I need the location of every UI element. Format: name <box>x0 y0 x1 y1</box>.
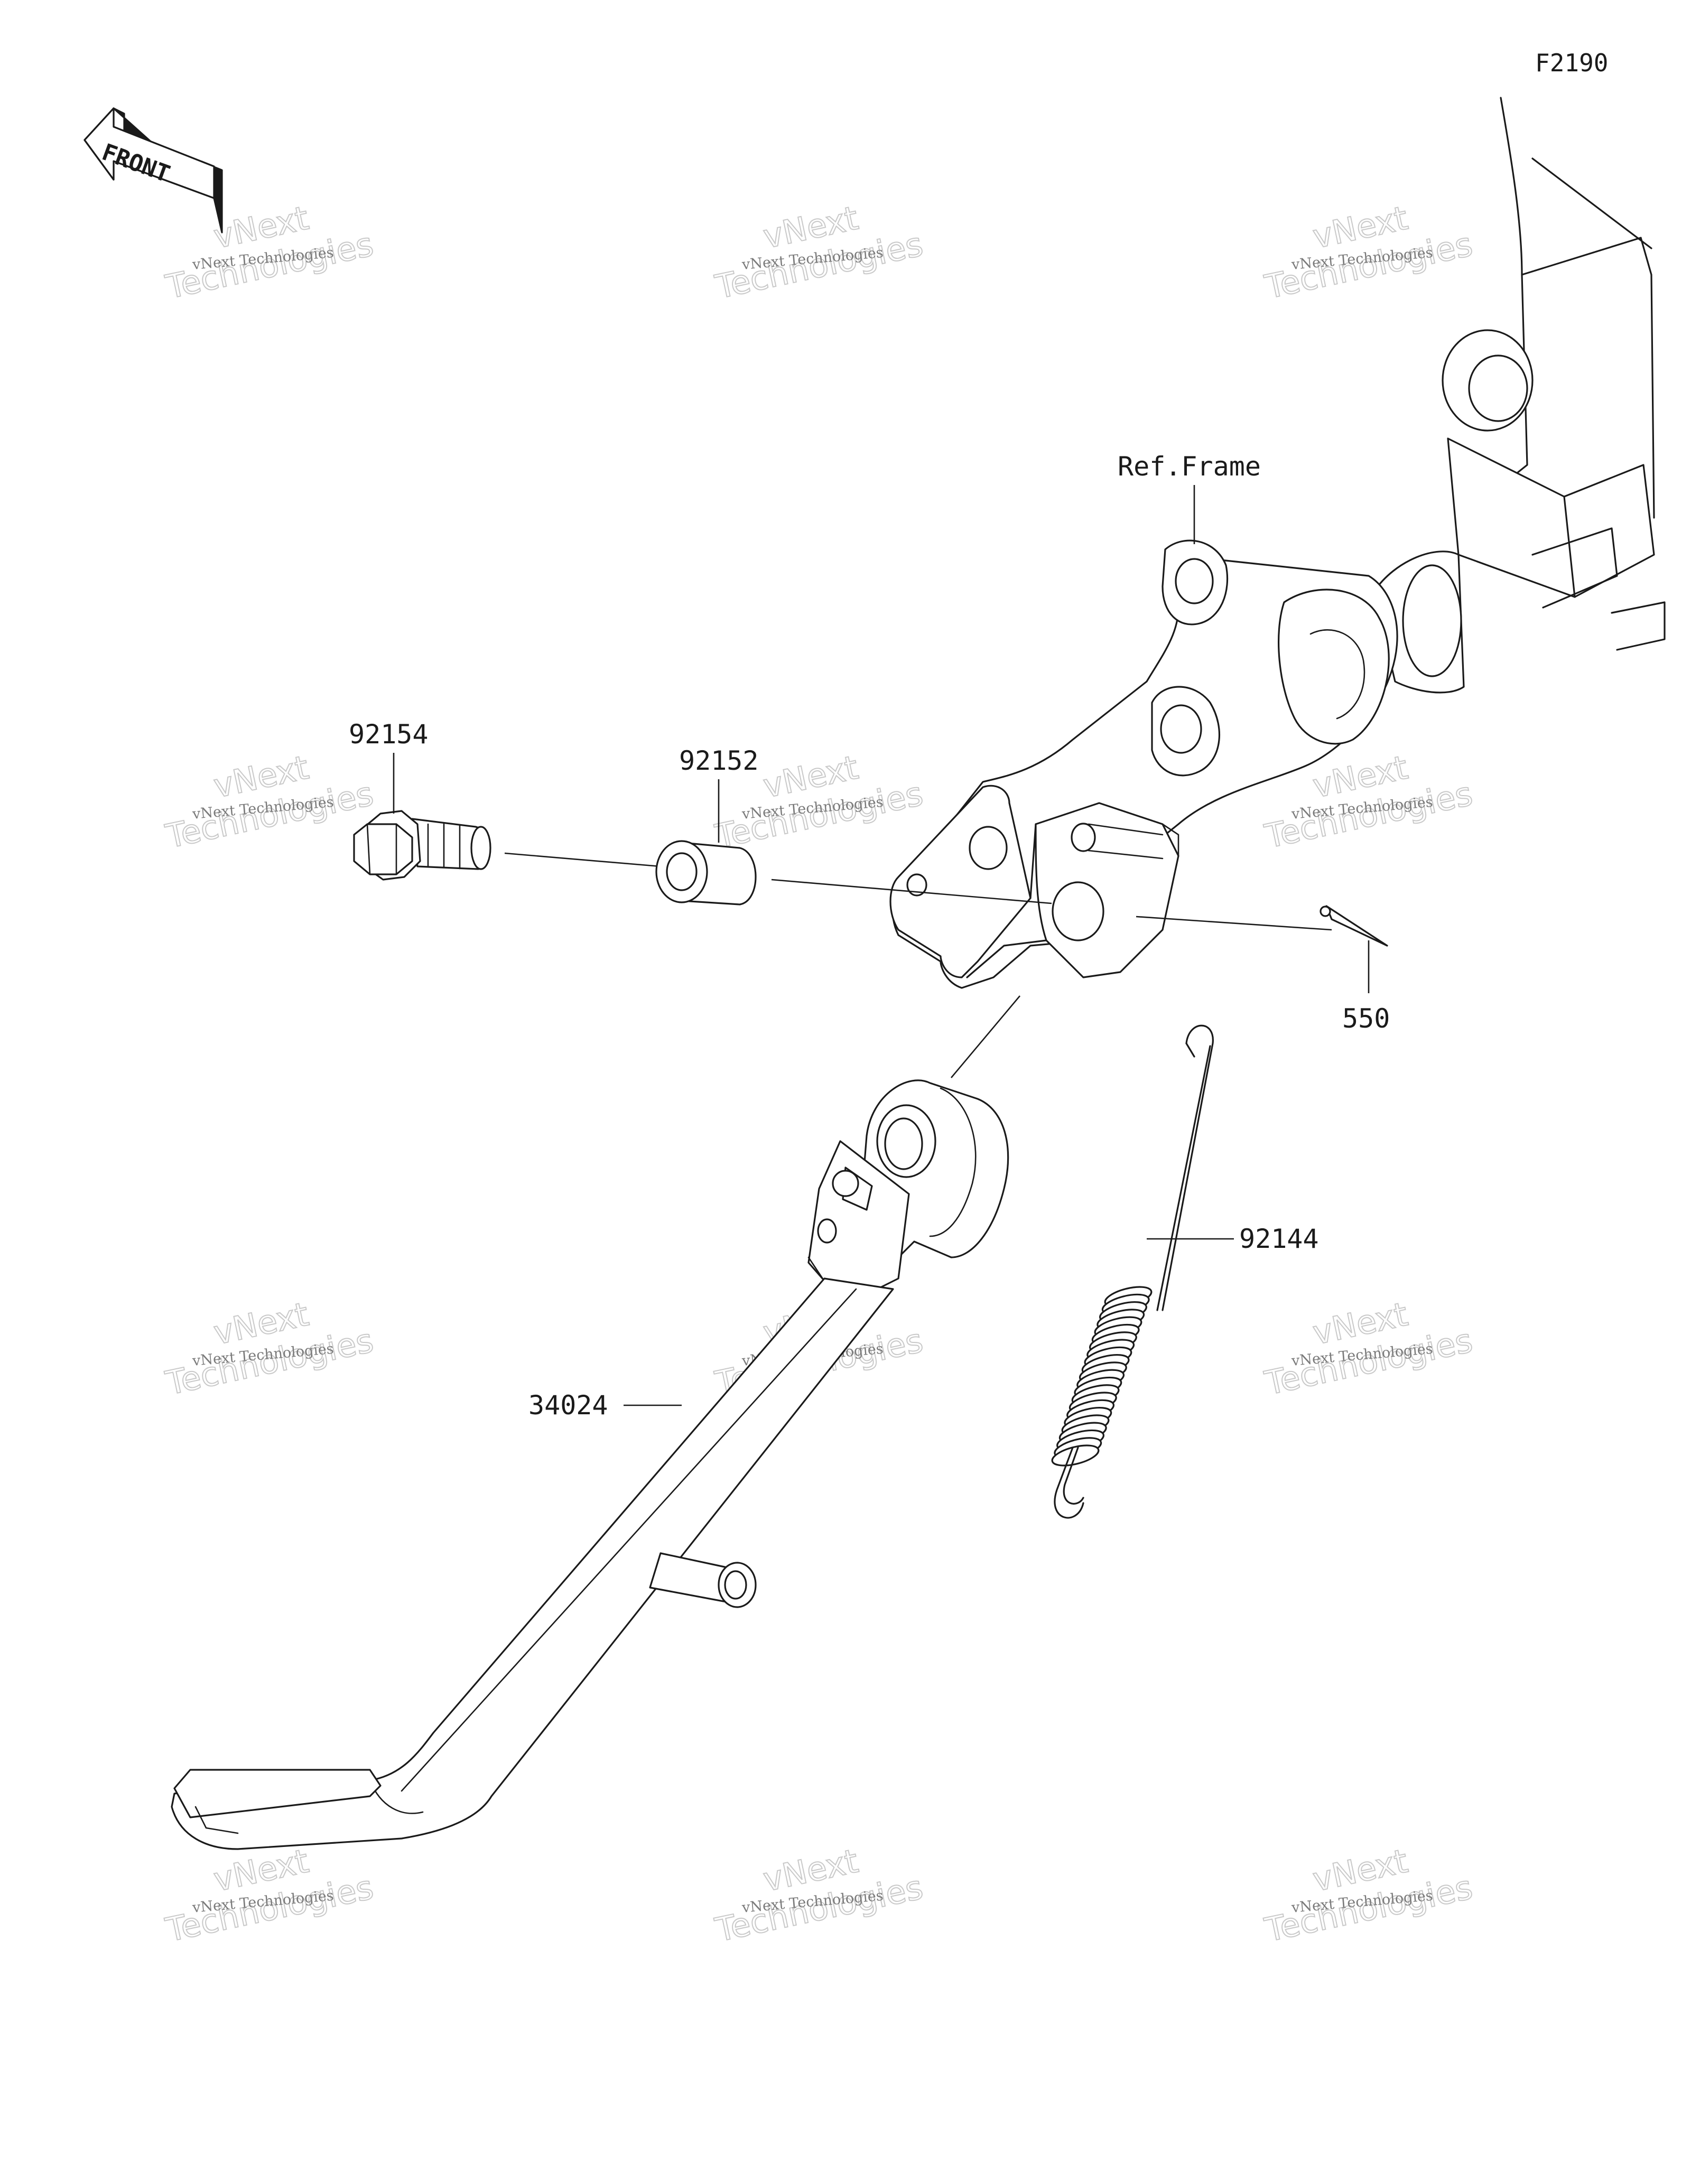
part-34024-side-stand <box>171 1079 1009 1850</box>
part-92154-bolt <box>353 810 491 881</box>
part-92152-collar <box>655 840 757 906</box>
part-label-92152: 92152 <box>679 745 759 776</box>
part-92144-spring <box>1051 1024 1214 1519</box>
reference-frame-label: Ref.Frame <box>1118 451 1261 482</box>
part-550-cotter-pin <box>1320 905 1388 947</box>
part-label-550: 550 <box>1342 1003 1390 1034</box>
part-label-34024: 34024 <box>528 1390 608 1421</box>
frame-drawing <box>889 97 1666 989</box>
diagram-code: F2190 <box>1535 49 1608 77</box>
front-arrow-icon: FRONT <box>83 107 223 234</box>
part-label-92144: 92144 <box>1239 1224 1319 1254</box>
part-label-92154: 92154 <box>349 719 429 750</box>
